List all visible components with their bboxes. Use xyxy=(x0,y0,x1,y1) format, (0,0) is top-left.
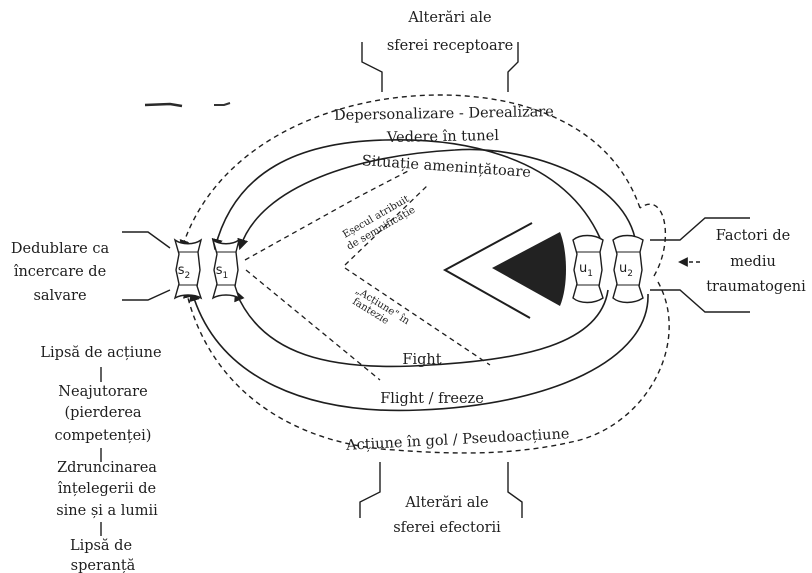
right-label: Factori de mediu traumatogeni xyxy=(706,228,806,295)
diagonal-dashed-lines xyxy=(244,169,491,381)
chain-item-helplessness: Neajutorare xyxy=(58,384,147,400)
box-s2-letter: s xyxy=(178,263,185,278)
left-label: Dedublare ca încercare de salvare xyxy=(11,241,110,304)
left-label-line3: salvare xyxy=(33,288,86,304)
box-u1-subscript: 1 xyxy=(587,269,593,279)
box-s1-subscript: 1 xyxy=(223,271,229,281)
arc-label-flight: Flight / freeze xyxy=(380,391,484,407)
box-s2-subscript: 2 xyxy=(185,271,191,281)
svg-text:s1: s1 xyxy=(216,263,229,281)
svg-text:u2: u2 xyxy=(619,261,633,279)
left-bracket xyxy=(122,231,171,301)
scan-mark-tick xyxy=(214,102,231,106)
right-label-line1: Factori de xyxy=(716,228,790,244)
box-s2: s2 xyxy=(173,238,203,300)
effector-label-line1: Alterări ale xyxy=(404,495,488,511)
arc-label-fight: Fight xyxy=(402,352,441,368)
receptor-label-line1: Alterări ale xyxy=(407,10,491,26)
receptor-bracket: Alterări ale sferei receptoare xyxy=(361,10,519,92)
chain-item-shaking: Zdruncinarea xyxy=(57,460,157,476)
chain-item-hopelessness-line2: speranță xyxy=(71,558,136,573)
effector-label-line2: sferei efectorii xyxy=(393,520,501,536)
box-s1-letter: s xyxy=(216,263,223,278)
dark-fan-shape xyxy=(492,232,566,306)
right-label-line2: mediu xyxy=(730,254,776,270)
chain-item-shaking-line3: sine și a lumii xyxy=(56,503,158,519)
chain-item-no-action: Lipsă de acțiune xyxy=(40,345,161,361)
arc-label-tunnel: Vedere în tunel xyxy=(386,128,500,146)
box-u2-subscript: 2 xyxy=(627,269,633,279)
receptor-label-line2: sferei receptoare xyxy=(387,38,513,54)
box-u2-letter: u xyxy=(619,261,627,276)
outer-top-label: Depersonalizare - Derealizare xyxy=(334,104,554,124)
box-u2: u2 xyxy=(612,234,644,304)
scan-mark-dash xyxy=(144,102,183,108)
center-chevron xyxy=(442,222,533,319)
box-s1: s1 xyxy=(211,238,241,300)
box-u1-letter: u xyxy=(579,261,587,276)
chain-item-helplessness-note2: competenței) xyxy=(55,428,152,444)
effector-bracket: Alterări ale sferei efectorii xyxy=(359,462,523,536)
left-label-line2: încercare de xyxy=(14,264,106,280)
chain-item-helplessness-note1: (pierderea xyxy=(64,405,141,421)
outer-dashed-loop xyxy=(179,94,670,454)
svg-text:u1: u1 xyxy=(579,261,593,279)
right-bracket xyxy=(650,217,750,313)
box-u1: u1 xyxy=(572,234,604,304)
consequence-chain: Lipsă de acțiune Neajutorare (pierderea … xyxy=(40,345,161,573)
outer-bottom-label: Acțiune în gol / Pseudoacțiune xyxy=(345,426,570,454)
left-label-line1: Dedublare ca xyxy=(11,241,110,257)
svg-text:s2: s2 xyxy=(178,263,191,281)
chain-item-shaking-line2: înțelegerii de xyxy=(58,481,156,497)
chain-item-hopelessness: Lipsă de xyxy=(70,538,132,554)
right-label-line3: traumatogeni xyxy=(706,279,806,295)
solid-arcs xyxy=(189,139,649,412)
